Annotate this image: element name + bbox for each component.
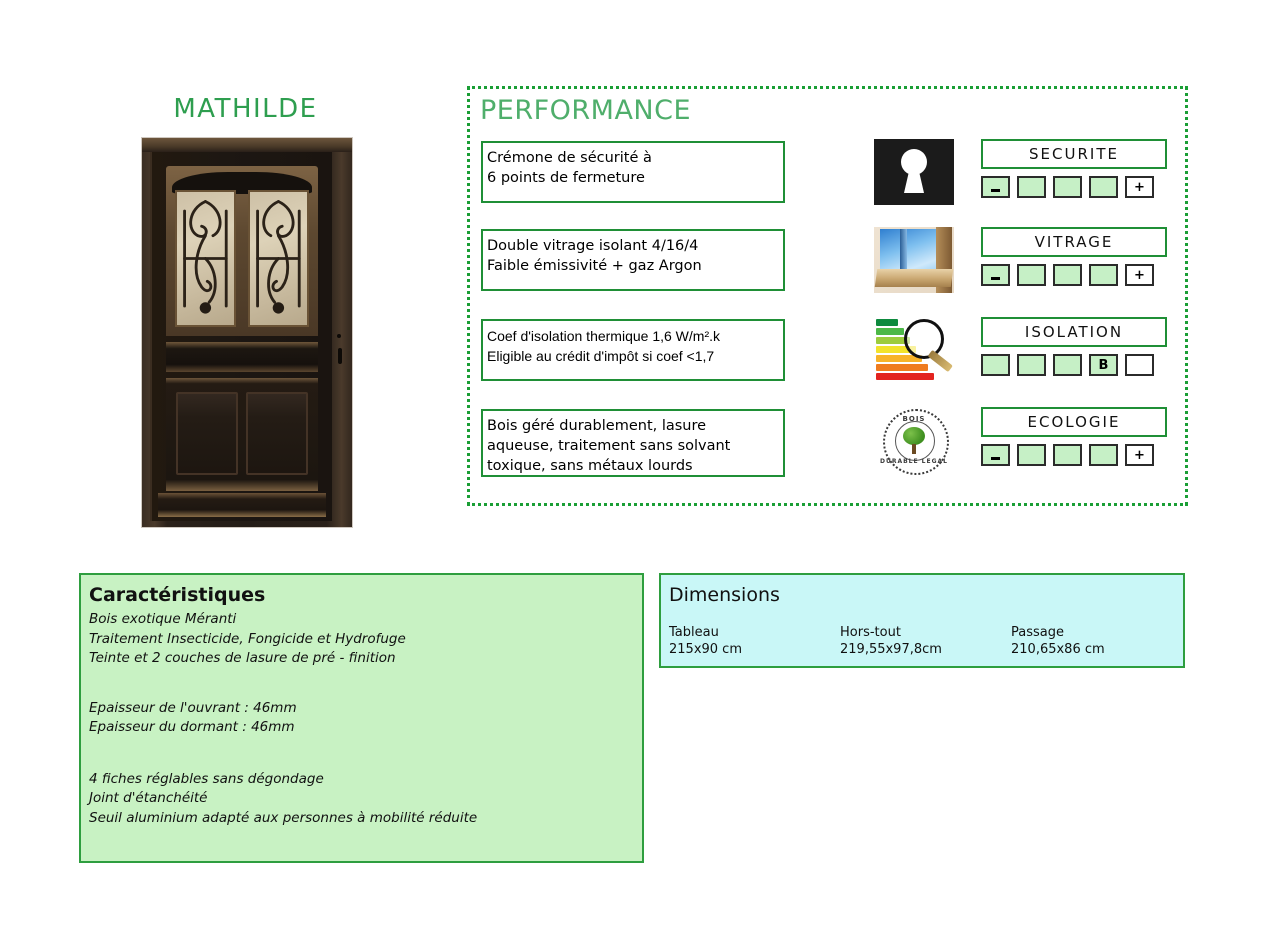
caracteristiques-group-epaisseur: Epaisseur de l'ouvrant : 46mm Epaisseur … [89,699,297,736]
scale-cell-4 [1089,176,1118,198]
wrought-iron-scroll-icon [256,200,301,314]
tree-icon [903,427,925,445]
lower-panel-right [245,392,308,475]
door-head-trim [142,138,352,152]
dimensions-heading: Dimensions [669,584,780,606]
dimension-value: 219,55x97,8cm [840,642,942,657]
scale-cell-1 [981,354,1010,376]
caracteristiques-group-materiau: Bois exotique Méranti Traitement Insecti… [89,611,406,666]
performance-row-isolation: Coef d'isolation thermique 1,6 W/m².k El… [470,317,1185,399]
dimension-value: 210,65x86 cm [1011,642,1105,657]
performance-row-ecologie: Bois géré durablement, lasure aqueuse, t… [470,407,1185,489]
minus-icon [991,277,1000,280]
rating-label-ecologie: ECOLOGIE [981,407,1167,437]
dimension-column-tableau: Tableau 215x90 cm [669,624,840,658]
dimension-name: Hors-tout [840,625,901,640]
glass-pane-left [175,190,236,327]
description-ecologie: Bois géré durablement, lasure aqueuse, t… [481,409,785,477]
scale-cell-2 [1017,264,1046,286]
lower-panel-left [176,392,239,475]
dimension-column-hors-tout: Hors-tout 219,55x97,8cm [840,624,1011,658]
scale-cell-2 [1017,354,1046,376]
rating-scale-securite: + [981,176,1167,198]
scale-cell-1 [981,176,1010,198]
rating-label-securite: SECURITE [981,139,1167,169]
keyhole-icon [874,139,954,205]
description-isolation: Coef d'isolation thermique 1,6 W/m².k El… [481,319,785,381]
caracteristiques-heading: Caractéristiques [89,584,266,606]
scale-cell-4: B [1089,354,1118,376]
door-base-rail [158,493,326,517]
caracteristiques-group-quincaillerie: 4 fiches réglables sans dégondage Joint … [89,770,478,826]
rating-label-vitrage: VITRAGE [981,227,1167,257]
scale-cell-3 [1053,264,1082,286]
scale-cell-5 [1125,354,1154,376]
minus-icon [991,189,1000,192]
scale-cell-4 [1089,444,1118,466]
glazed-section [166,166,318,336]
scale-cell-1 [981,444,1010,466]
performance-panel: PERFORMANCE Crémone de sécurité à 6 poin… [467,86,1188,506]
rating-group-ecologie: ECOLOGIE + [981,407,1167,466]
minus-icon [991,457,1000,460]
lower-section [166,378,318,491]
page-title: MATHILDE [173,94,318,124]
scale-cell-5: + [1125,176,1154,198]
sustainable-wood-stamp-icon: BOIS DURABLE LEGAL [874,407,954,475]
rating-scale-vitrage: + [981,264,1167,286]
rating-group-isolation: ISOLATION B [981,317,1167,376]
performance-row-securite: Crémone de sécurité à 6 points de fermet… [470,139,1185,221]
door-frame [142,138,352,527]
glass-sill [172,328,312,336]
performance-row-vitrage: Double vitrage isolant 4/16/4 Faible émi… [470,227,1185,309]
dimension-column-passage: Passage 210,65x86 cm [1011,624,1182,658]
dimension-value: 215x90 cm [669,642,742,657]
product-photo [141,137,353,528]
scale-cell-4 [1089,264,1118,286]
rating-scale-ecologie: + [981,444,1167,466]
scale-cell-3 [1053,354,1082,376]
window-glazing-icon [874,227,954,293]
caracteristiques-panel: Caractéristiques Bois exotique Méranti T… [79,573,644,863]
description-vitrage: Double vitrage isolant 4/16/4 Faible émi… [481,229,785,291]
mid-rail [166,342,318,372]
scale-cell-2 [1017,444,1046,466]
rating-group-securite: SECURITE + [981,139,1167,198]
dimensions-table: Tableau 215x90 cm Hors-tout 219,55x97,8c… [669,624,1183,658]
door-leaf [150,152,332,521]
rating-label-isolation: ISOLATION [981,317,1167,347]
glass-pane-right [248,190,309,327]
performance-heading: PERFORMANCE [480,95,692,126]
wrought-iron-scroll-icon [183,200,228,314]
dimension-name: Passage [1011,625,1064,640]
scale-cell-5: + [1125,264,1154,286]
arch-moulding [172,172,312,194]
scale-cell-3 [1053,444,1082,466]
door-handle [338,348,342,364]
stamp-text-bottom: DURABLE LEGAL [879,458,948,465]
rating-scale-isolation: B [981,354,1167,376]
dimensions-panel: Dimensions Tableau 215x90 cm Hors-tout 2… [659,573,1185,668]
scale-cell-1 [981,264,1010,286]
rating-group-vitrage: VITRAGE + [981,227,1167,286]
scale-cell-2 [1017,176,1046,198]
scale-cell-5: + [1125,444,1154,466]
description-securite: Crémone de sécurité à 6 points de fermet… [481,141,785,203]
stamp-text-top: BOIS [902,415,926,423]
energy-rating-icon [874,317,954,383]
scale-cell-3 [1053,176,1082,198]
door-lock-cylinder [337,334,341,338]
dimension-name: Tableau [669,625,719,640]
